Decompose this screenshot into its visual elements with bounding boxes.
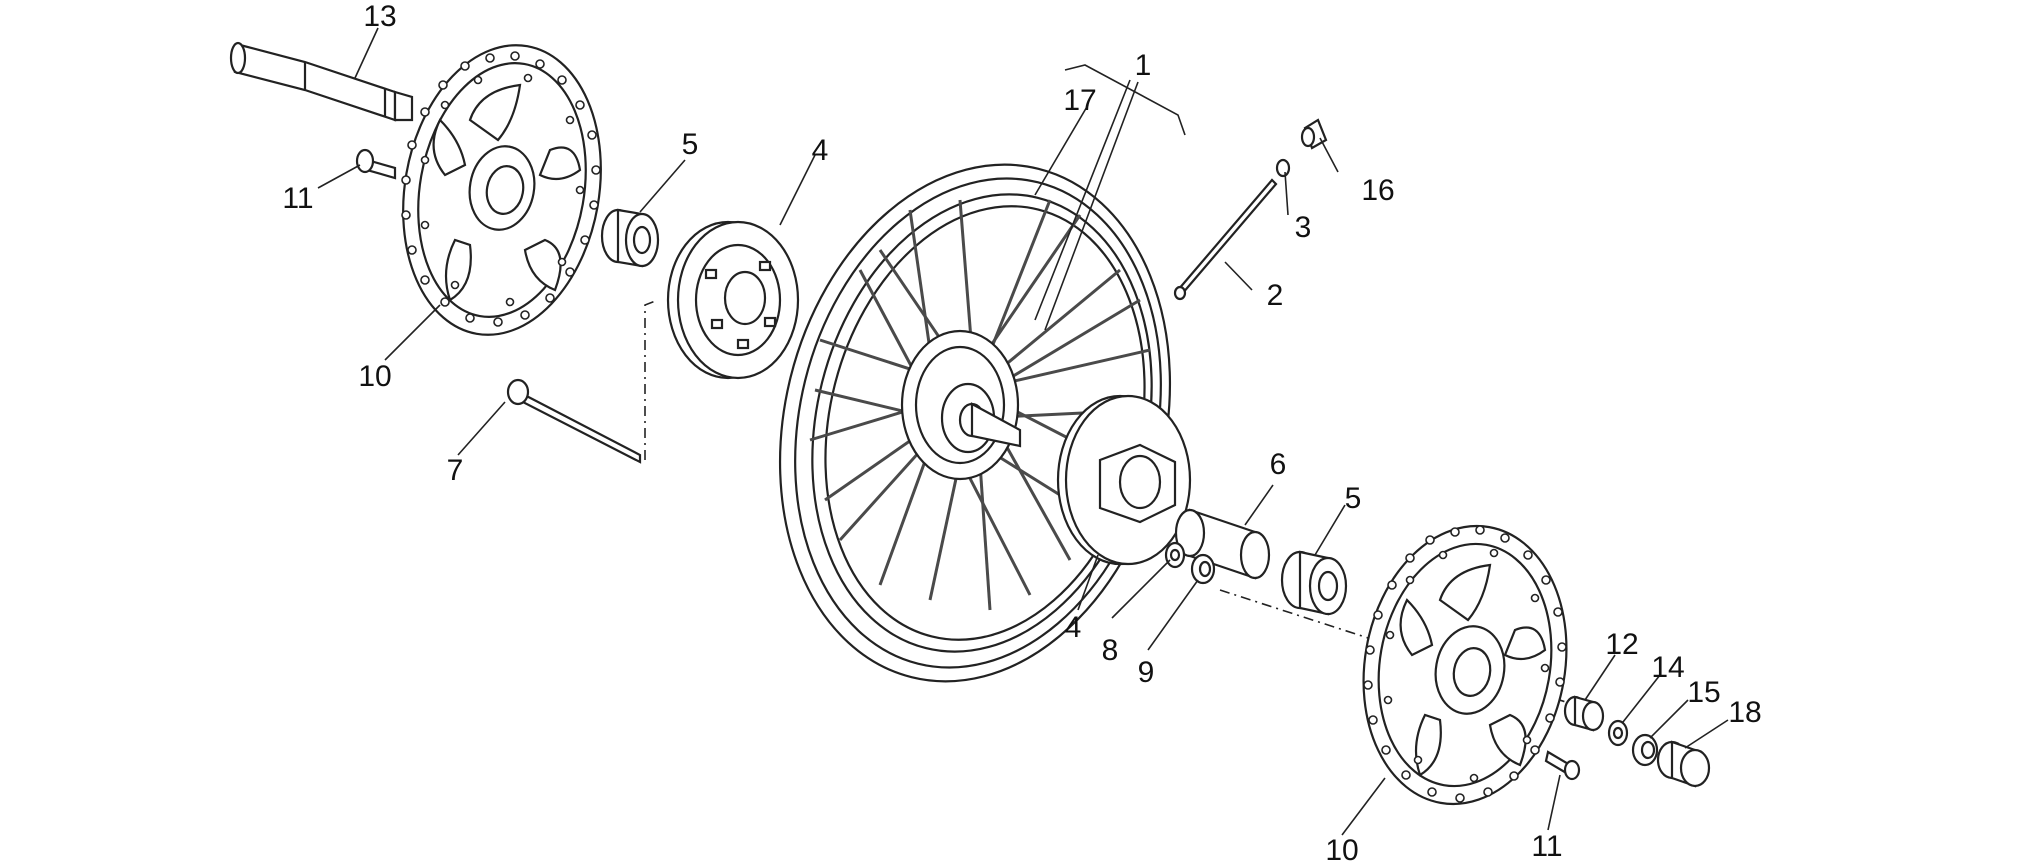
callout-5-right: 5: [1345, 482, 1362, 515]
callout-17: 17: [1063, 84, 1096, 117]
left-brake-disc: [401, 44, 602, 336]
callout-10-left: 10: [358, 360, 391, 393]
callout-13-top: 13: [363, 0, 396, 33]
callout-7: 7: [447, 454, 464, 487]
callout-16: 16: [1361, 174, 1394, 207]
left-hub-cover: [666, 220, 800, 380]
callout-labels: 13 11 10 5 4 7 1 17 16 3 2 6 5 4 8 9 12 …: [282, 0, 1761, 862]
callout-18: 18: [1728, 696, 1761, 729]
callout-5-left: 5: [682, 128, 699, 161]
spacer-tube: [1174, 508, 1271, 580]
valve-stem: [1173, 118, 1328, 301]
callout-2: 2: [1267, 279, 1284, 312]
callout-4-right: 4: [1065, 611, 1082, 644]
washer-8: [1164, 541, 1186, 569]
callout-10-right: 10: [1325, 834, 1358, 862]
right-disc-bolt: [1544, 750, 1581, 781]
spacer-12: [1563, 695, 1605, 732]
leader-lines: [317, 27, 1729, 836]
callout-15: 15: [1687, 676, 1720, 709]
right-hub-cover: [1056, 394, 1192, 566]
washer-14: [1607, 719, 1629, 747]
callout-8: 8: [1102, 634, 1119, 667]
right-bearing: [1280, 550, 1348, 616]
right-brake-disc: [1362, 524, 1568, 806]
callout-3: 3: [1295, 211, 1312, 244]
callout-11-left: 11: [282, 182, 313, 215]
callout-11-right: 11: [1531, 830, 1562, 862]
left-bearing: [600, 208, 660, 268]
callout-12: 12: [1605, 628, 1638, 661]
callout-14: 14: [1651, 651, 1684, 684]
washer-9: [1190, 553, 1216, 585]
front-axle: [229, 41, 414, 122]
nut-15: [1631, 733, 1659, 767]
bracket-1: [1064, 64, 1186, 136]
cap-18: [1656, 740, 1711, 788]
callout-6: 6: [1270, 448, 1287, 481]
pin-shaft: [506, 299, 659, 464]
callout-4-left: 4: [812, 134, 829, 167]
left-disc-bolt: [355, 148, 397, 180]
callout-9: 9: [1138, 656, 1155, 689]
callout-1: 1: [1135, 49, 1152, 82]
